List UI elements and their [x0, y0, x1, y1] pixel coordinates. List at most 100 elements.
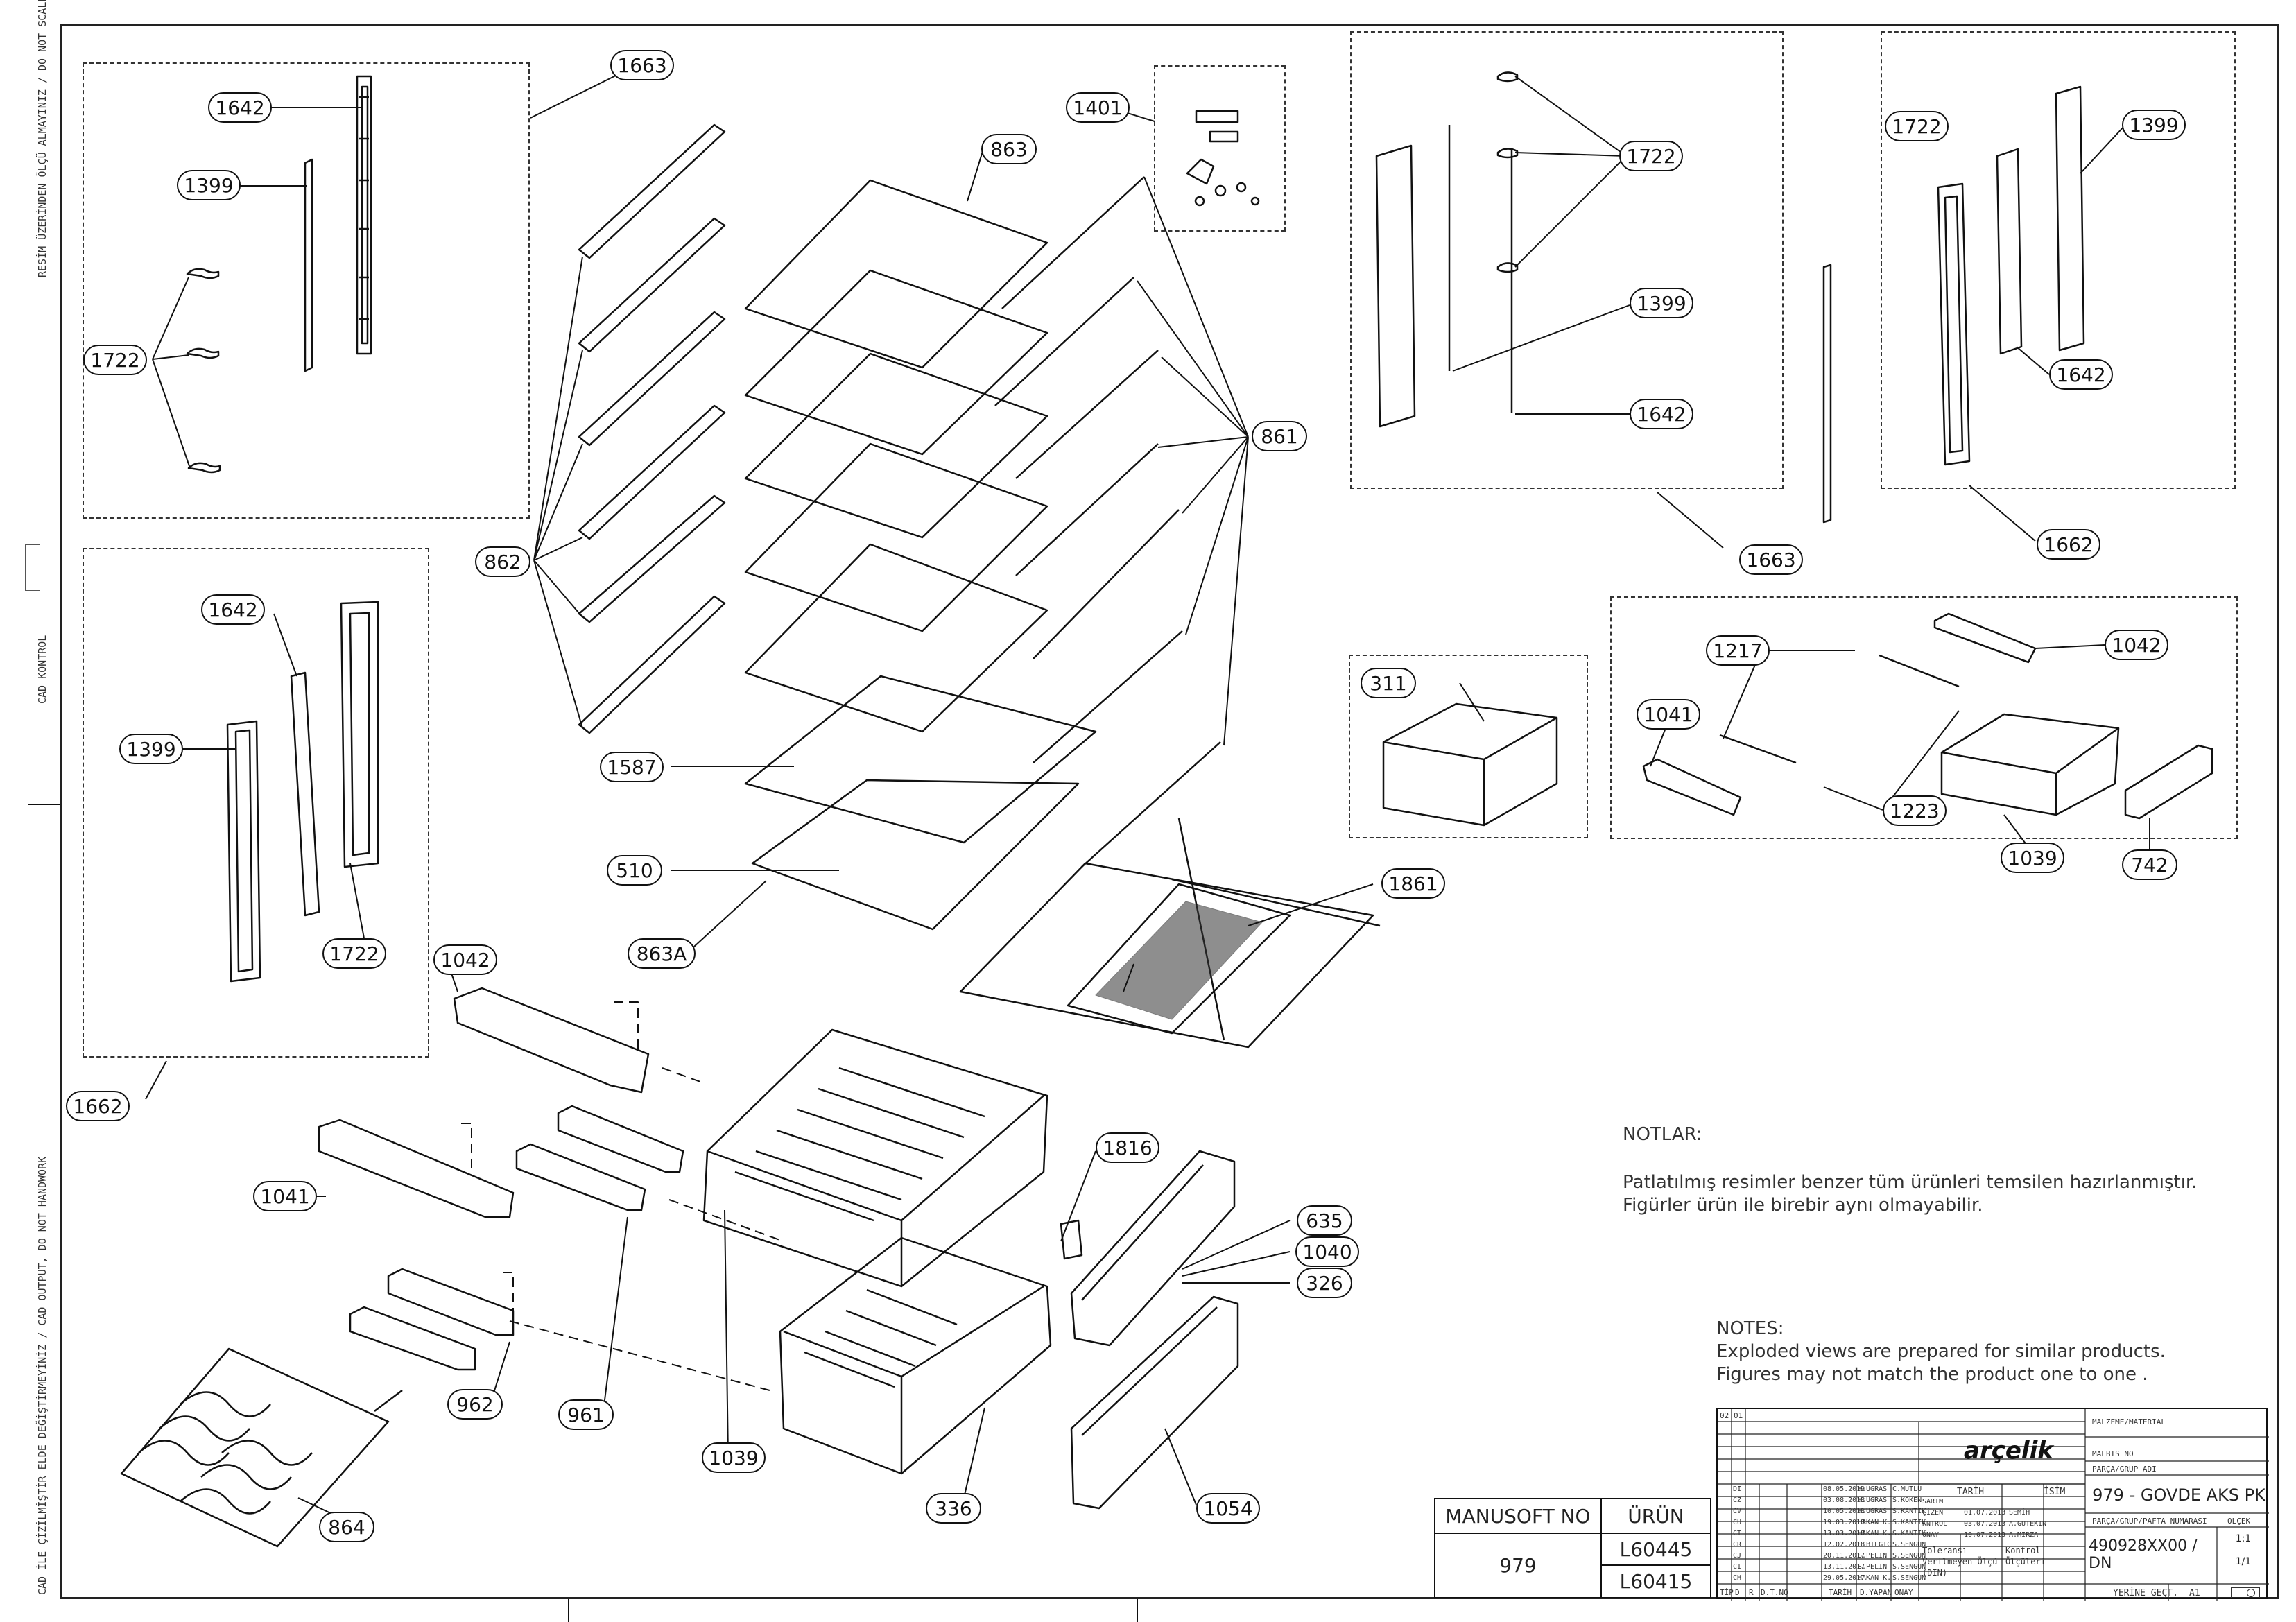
frame-part-right-1722 [1937, 182, 1971, 466]
sheet-value: 1/1 [2235, 1556, 2252, 1567]
callout-861: 861 [1252, 421, 1307, 451]
revision-maker: S.PELIN [1858, 1552, 1888, 1560]
clip-parts-1722-left [186, 268, 221, 474]
frame-part-1642-left [356, 75, 372, 355]
revision-code: CU [1733, 1519, 1742, 1526]
callout-1399-right: 1399 [1630, 288, 1693, 318]
revision-maker: M.UGRAS [1858, 1496, 1888, 1504]
callout-1722-mid: 1722 [322, 938, 386, 969]
revision-code: CV [1733, 1508, 1742, 1515]
drawer-bin-311 [1382, 702, 1558, 827]
notes-en-title: NOTES: [1716, 1318, 1784, 1339]
revision-maker: HAKAN K. [1858, 1530, 1892, 1537]
revision-date: 12.02.2018 [1823, 1541, 1865, 1548]
frame-part-right-1642 [1996, 148, 2023, 355]
revision-code: CI [1733, 1563, 1742, 1571]
glass-shelves-863 [744, 179, 1048, 733]
drawer-rail-1041-right [1642, 758, 1742, 816]
callout-510: 510 [607, 855, 662, 886]
col-d: D [1735, 1588, 1740, 1597]
projection-symbol [2231, 1587, 2260, 1598]
revision-maker: S.BILGIC [1858, 1541, 1892, 1548]
revision-date: 20.11.2017 [1823, 1552, 1865, 1560]
sign-role: KNTROL [1922, 1520, 1948, 1528]
revision-date: 03.08.2018 [1823, 1496, 1865, 1504]
revision-code: DI [1733, 1485, 1742, 1493]
callout-864: 864 [319, 1512, 374, 1542]
rev-top-02: 02 [1720, 1411, 1729, 1420]
group-box-1662-right [1881, 31, 2236, 489]
glass-shelf-510 [751, 779, 1080, 931]
crisper-grille [1095, 901, 1263, 1020]
callout-1399-far-right: 1399 [2122, 110, 2186, 140]
gasket-part-1399-left [304, 158, 313, 372]
vertical-strip-1663 [1822, 264, 1832, 524]
col-dtno: D.T.NO [1761, 1588, 1788, 1597]
part-number-label: PARÇA/GRUP/PAFTA NUMARASI [2092, 1517, 2207, 1526]
frame-part-1642-mid [290, 671, 320, 917]
drawer-slide-961a [557, 1105, 684, 1173]
group-box-1662-left [83, 548, 429, 1058]
callout-1642-far-right: 1642 [2049, 359, 2113, 390]
col-date: TARİH [1829, 1588, 1852, 1597]
callout-635: 635 [1297, 1205, 1352, 1236]
callout-961: 961 [558, 1399, 614, 1430]
callout-1041-left: 1041 [253, 1181, 317, 1211]
sign-name: SEMİH [2009, 1509, 2030, 1517]
manusoft-table: MANUSOFT NO ÜRÜN 979 L60445 L60415 [1434, 1498, 1711, 1598]
revision-approver: S.KOKEN [1892, 1496, 1922, 1504]
sign-name: A.GUTEKIN [2009, 1520, 2047, 1528]
title-block-grid [1718, 1409, 2269, 1601]
callout-1039-left: 1039 [702, 1442, 766, 1473]
gasket-part-1399-mid [226, 720, 261, 983]
callout-1816: 1816 [1096, 1132, 1159, 1163]
sign-head-date: TARİH [1957, 1487, 1985, 1497]
callout-1663-right: 1663 [1739, 544, 1803, 575]
scale-label: ÖLÇEK [2227, 1517, 2251, 1526]
revision-maker: M.UGRAS [1858, 1485, 1888, 1493]
group-box-drawer-assembly [1610, 596, 2238, 839]
revision-date: 10.05.2018 [1823, 1508, 1865, 1515]
col-maker: D.YAPAN [1860, 1588, 1892, 1597]
revision-code: CR [1733, 1541, 1742, 1548]
revision-code: CH [1733, 1574, 1742, 1582]
drawer-slide-1041 [318, 1119, 515, 1218]
callout-1663-left: 1663 [610, 50, 674, 80]
revision-approver: S.SENGUN [1892, 1552, 1926, 1560]
revision-date: 13.11.2017 [1823, 1563, 1865, 1571]
callout-1217: 1217 [1706, 635, 1770, 666]
drawer-front-1054 [1070, 1295, 1239, 1510]
scale-value: 1:1 [2235, 1533, 2252, 1544]
revision-approver: S.KANTIK [1892, 1508, 1926, 1515]
group-box-1401 [1154, 65, 1286, 232]
callout-1399-mid: 1399 [119, 734, 183, 764]
drawer-slide-962a [387, 1268, 515, 1336]
revision-maker: S.PELIN [1858, 1563, 1888, 1571]
part-number: 490928XX00 / DN [2089, 1537, 2198, 1572]
revision-approver: S.SENGUN [1892, 1563, 1926, 1571]
revision-code: CJ [1733, 1552, 1742, 1560]
drawer-1039-upper [702, 1028, 1048, 1288]
part-group-label: PARÇA/GRUP ADI [2092, 1465, 2157, 1474]
group-box-1663-right [1350, 31, 1784, 489]
revision-approver: S.KANTIK [1892, 1519, 1926, 1526]
drawer-slide-961b [515, 1143, 646, 1211]
sign-name: A.MIRZA [2009, 1531, 2039, 1539]
bracket-1217 [1719, 654, 1960, 764]
drawer-front-635 [1070, 1150, 1236, 1347]
panel-742 [2124, 744, 2213, 820]
callout-1042-right: 1042 [2105, 630, 2168, 660]
drawer-divider-1816 [1060, 1219, 1083, 1260]
replaces-label: YERİNE GEÇT. [2113, 1588, 2178, 1598]
frame-part-1722-mid [340, 601, 379, 868]
callout-311: 311 [1361, 668, 1416, 698]
callout-862: 862 [475, 546, 530, 577]
group-box-311 [1349, 655, 1588, 838]
tolerance-label: Toleransı Verilmeyen Ölçü (DIN) [1922, 1546, 1998, 1578]
callout-742: 742 [2122, 849, 2177, 880]
group-box-1663-left [83, 62, 530, 519]
revision-code: CZ [1733, 1496, 1742, 1504]
drawing-frame [60, 24, 2279, 1599]
callout-1399-left: 1399 [177, 170, 241, 200]
